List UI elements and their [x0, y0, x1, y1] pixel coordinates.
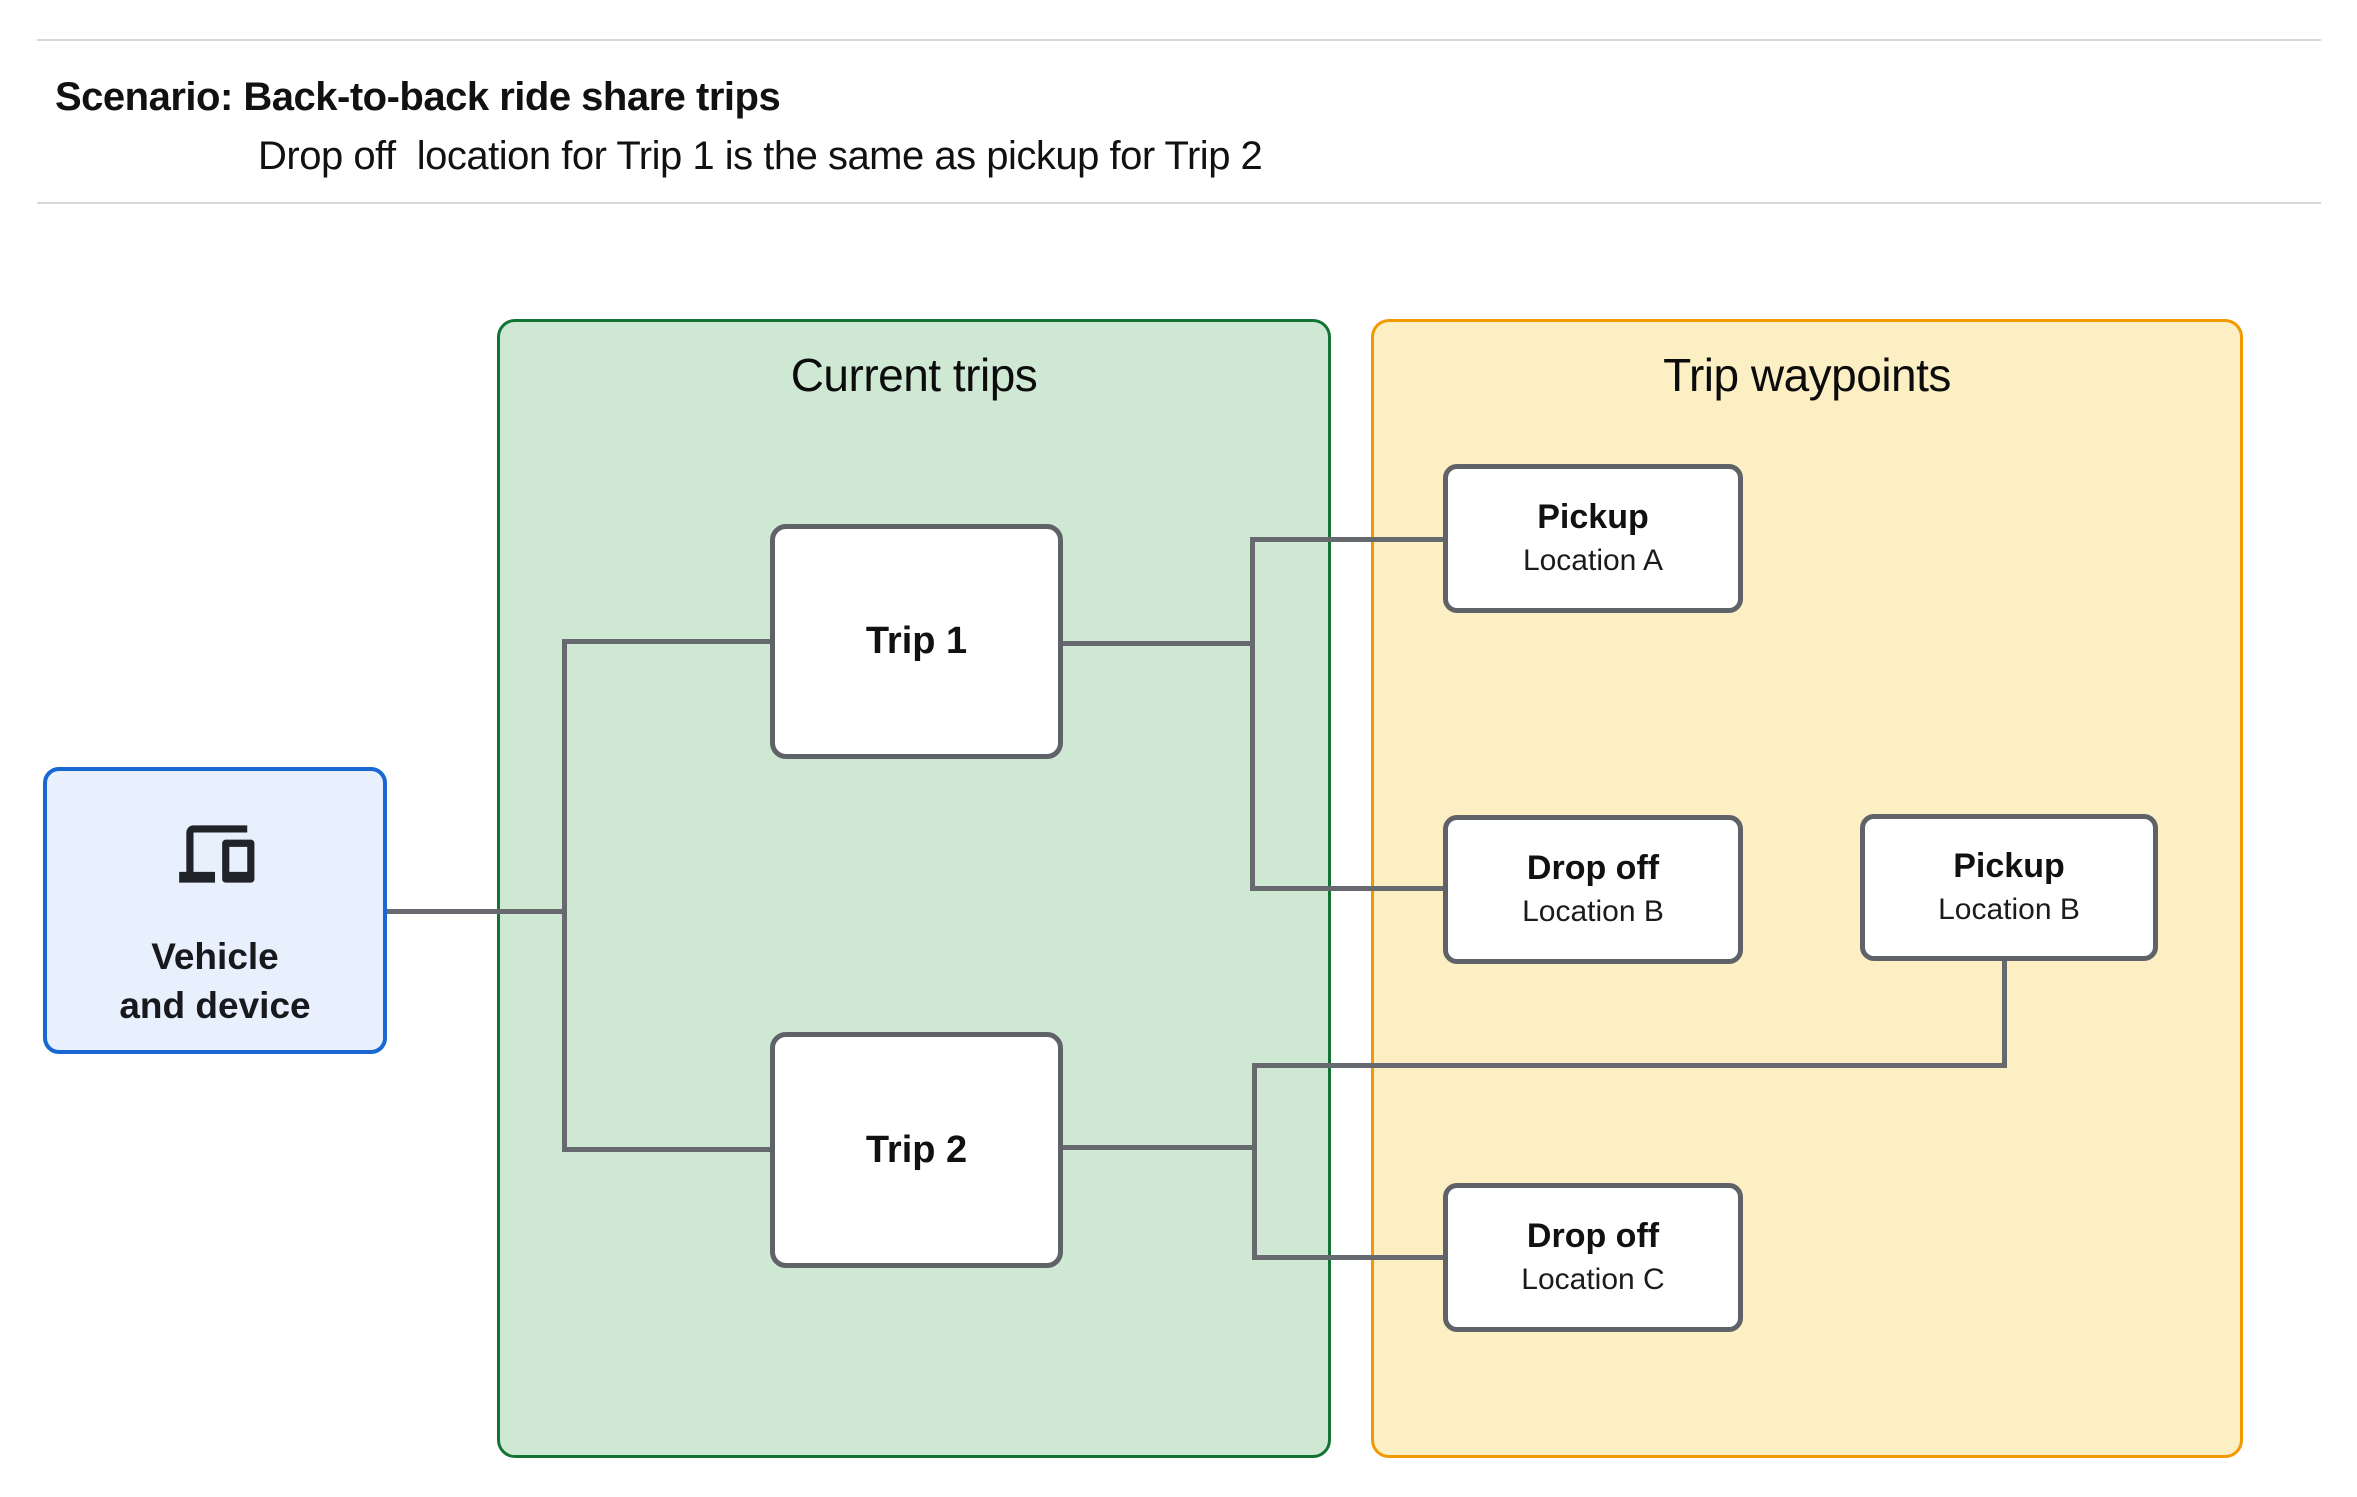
- connector-right-junction1-v: [1250, 537, 1255, 891]
- connector-vehicle-h: [387, 909, 567, 914]
- trip-waypoints-panel-title: Trip waypoints: [1663, 349, 1951, 401]
- scenario-title: Scenario: Back-to-back ride share trips: [55, 75, 781, 119]
- waypoint-subtitle: Location C: [1521, 1263, 1665, 1297]
- trip-2-box: Trip 2: [770, 1032, 1063, 1268]
- connector-trip2-left-h: [562, 1147, 772, 1152]
- waypoint-pickup-a-box: Pickup Location A: [1443, 464, 1743, 613]
- waypoint-subtitle: Location B: [1522, 895, 1664, 929]
- connector-pickup-b-v: [2002, 956, 2007, 1068]
- waypoint-title: Drop off: [1526, 1217, 1660, 1256]
- connector-dropoff-b-h: [1250, 886, 1445, 891]
- connector-trip1-right-h: [1060, 641, 1255, 646]
- vehicle-and-device-label: Vehicle and device: [119, 936, 311, 1026]
- scenario-subtitle: Drop off location for Trip 1 is the same…: [258, 134, 1263, 178]
- waypoint-pickup-b-box: Pickup Location B: [1860, 814, 2158, 961]
- current-trips-panel: Current trips: [497, 319, 1331, 1458]
- waypoint-title: Pickup: [1953, 847, 2065, 886]
- connector-pickup-a-h: [1250, 537, 1445, 542]
- connector-right-junction2-v: [1252, 1063, 1257, 1260]
- trip-1-label: Trip 1: [865, 620, 968, 662]
- trip-1-box: Trip 1: [770, 524, 1063, 759]
- trip-2-label: Trip 2: [865, 1128, 968, 1171]
- waypoint-title: Pickup: [1537, 498, 1649, 537]
- connector-dropoff-c-h: [1252, 1255, 1445, 1260]
- connector-trip2-right-h: [1060, 1145, 1257, 1150]
- waypoint-dropoff-c-box: Drop off Location C: [1443, 1183, 1743, 1332]
- current-trips-panel-title: Current trips: [790, 349, 1038, 401]
- waypoint-title: Drop off: [1526, 849, 1660, 888]
- waypoint-dropoff-b-box: Drop off Location B: [1443, 815, 1743, 964]
- devices-icon: [179, 825, 255, 883]
- header-divider: [37, 202, 2321, 204]
- vehicle-and-device-box: Vehicle and device: [43, 767, 387, 1054]
- connector-left-junction-v: [562, 639, 567, 1152]
- waypoint-subtitle: Location B: [1938, 893, 2080, 927]
- connector-pickup-b-h: [1252, 1063, 2007, 1068]
- top-divider: [37, 39, 2321, 41]
- waypoint-subtitle: Location A: [1522, 544, 1664, 578]
- connector-trip1-left-h: [562, 639, 772, 644]
